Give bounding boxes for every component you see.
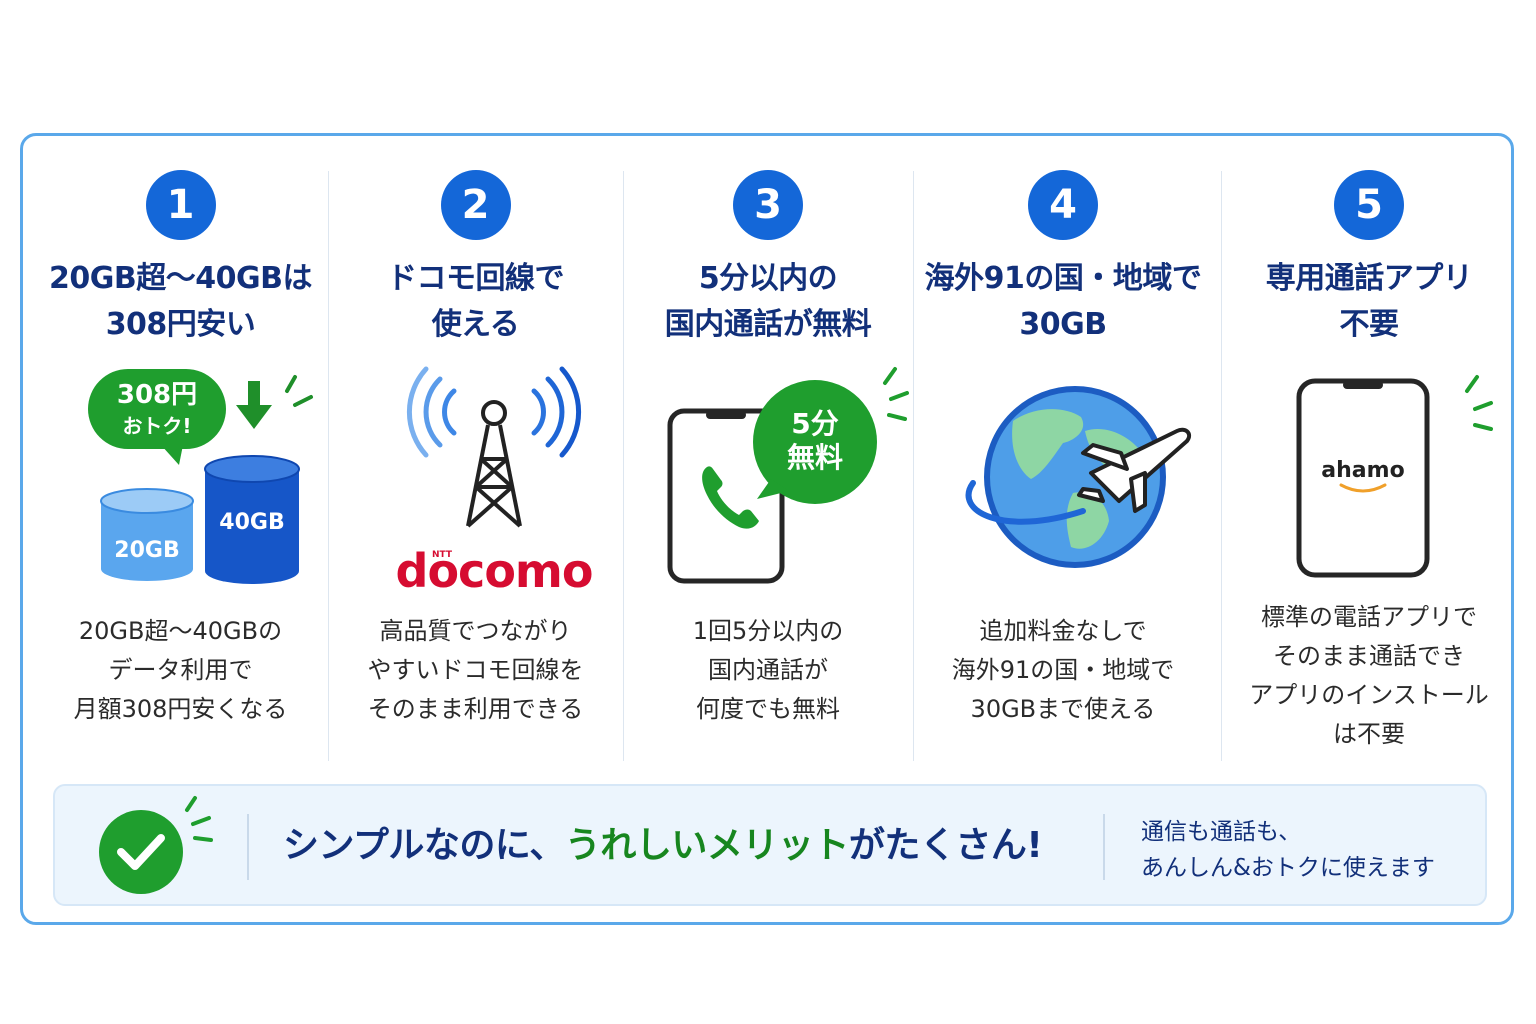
feature-number-badge: 1 [145,170,216,240]
feature-number-badge: 4 [1028,170,1098,240]
column-divider [328,171,329,761]
banner-divider [247,814,249,880]
feature-description: 追加料金なしで 海外91の国・地域で 30GBまで使える [951,617,1175,723]
column-divider [913,171,914,761]
svg-text:5分: 5分 [791,407,838,440]
smartphone-icon: ahamo [1296,375,1493,578]
sparkle-icon [285,375,313,407]
feature-4: 4 海外91の国・地域で 30GB [913,136,1213,766]
svg-text:308円: 308円 [117,380,197,410]
sparkle-icon [883,367,909,421]
banner-headline: シンプルなのに、うれしいメリットがたくさん! [283,825,1043,866]
column-divider [1221,171,1222,761]
column-divider [623,171,624,761]
savings-bubble: 308円 おトク! [88,369,226,465]
banner-subtext: 通信も通話も、 あんしん&おトクに使えます [1141,819,1435,881]
summary-banner: シンプルなのに、うれしいメリットがたくさん! 通信も通話も、 あんしん&おトクに… [53,784,1487,906]
feature-description: 1回5分以内の 国内通話が 何度でも無料 [692,617,844,723]
features-card: 1 20GB超～40GBは 308円安い 20GB 40GB [20,133,1514,925]
feature-description: 20GB超～40GBの データ利用で 月額308円安くなる [73,617,288,723]
ahamo-logo: ahamo [1321,458,1404,483]
large-cylinder: 40GB [204,455,300,584]
feature-1: 1 20GB超～40GBは 308円安い 20GB 40GB [33,136,328,766]
data-cylinders-icon: 20GB 40GB [88,369,313,584]
features-row: 1 20GB超～40GBは 308円安い 20GB 40GB [23,136,1517,766]
feature-2: 2 ドコモ回線で 使える [328,136,623,766]
feature-description: 高品質でつながり やすいドコモ回線を そのまま利用できる [367,617,584,723]
large-cylinder-label: 40GB [219,510,284,535]
small-cylinder: 20GB [100,488,194,581]
ntt-label: NTT [432,550,453,560]
feature-title: ドコモ回線で 使える [387,261,565,342]
sparkle-icon [1465,375,1493,431]
svg-text:無料: 無料 [787,441,843,474]
globe-airplane-icon [965,386,1192,568]
down-arrow-icon [236,381,272,429]
antenna-tower-icon: NTT docomo [396,366,593,598]
smile-mark [1339,483,1387,493]
feature-title: 専用通話アプリ 不要 [1265,261,1473,342]
phone-call-icon: 5分 無料 [667,367,909,584]
feature-title: 5分以内の 国内通話が無料 [664,261,872,342]
small-cylinder-label: 20GB [114,538,179,563]
free-call-bubble: 5分 無料 [753,380,877,504]
tower [466,400,522,528]
airplane-icon [1077,427,1192,513]
docomo-logo: docomo [396,544,593,598]
handset-icon [702,466,759,529]
svg-text:おトク!: おトク! [122,414,191,438]
feature-number-badge: 3 [733,170,803,240]
feature-5: 5 専用通話アプリ 不要 ahamo 標準の電話アプリで そのまま通話でき ア [1221,136,1517,766]
feature-3: 3 5分以内の 国内通話が無料 5分 無料 [623,136,913,766]
orbit-swoosh [965,480,1086,525]
signal-waves [406,366,582,458]
feature-number-badge: 5 [1334,170,1404,240]
feature-number-badge: 2 [440,170,511,240]
headline-highlight: うれしいメリット [564,825,850,866]
banner-divider [1103,814,1105,880]
feature-description: 標準の電話アプリで そのまま通話でき アプリのインストール は不要 [1249,603,1489,748]
feature-title: 20GB超～40GBは 308円安い [49,261,312,342]
check-circle-icon [99,796,213,894]
feature-title: 海外91の国・地域で 30GB [924,261,1202,342]
